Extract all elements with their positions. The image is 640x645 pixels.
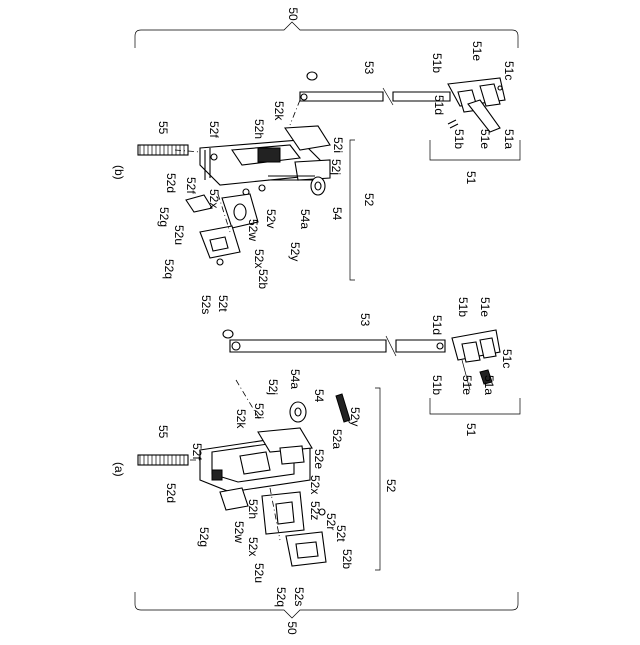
a-label-52d: 52d xyxy=(164,483,178,503)
brace-52-a xyxy=(375,388,380,570)
a-label-52f: 52f xyxy=(190,443,204,460)
a-label-54: 54 xyxy=(312,389,326,403)
b-label-54a: 54a xyxy=(298,209,312,229)
b-label-52g: 52g xyxy=(157,207,171,227)
b-label-52s: 52s xyxy=(199,295,213,314)
b-label-52q: 52q xyxy=(162,259,176,279)
a-label-52h: 52h xyxy=(246,499,260,519)
spring-55-a xyxy=(138,455,188,465)
a-label-51c: 51c xyxy=(500,349,514,368)
label-50-top: 50 xyxy=(286,7,300,21)
b-label-52w: 52w xyxy=(246,219,260,241)
a-label-51e-bot: 51e xyxy=(460,375,474,395)
a-label-54a: 54a xyxy=(288,369,302,389)
brace-52-b xyxy=(350,140,355,280)
brace-51-a xyxy=(430,398,520,414)
link-rod-53-a xyxy=(223,330,445,356)
b-label-51d: 51d xyxy=(432,95,446,115)
b-label-51c: 51c xyxy=(502,61,516,80)
a-label-51: 51 xyxy=(464,423,478,437)
b-label-52u: 52u xyxy=(172,225,186,245)
b-label-51a: 51a xyxy=(502,129,516,149)
a-label-52: 52 xyxy=(384,479,398,493)
a-label-52t: 52t xyxy=(334,525,348,542)
b-label-52y: 52y xyxy=(288,242,302,261)
b-label-55: 55 xyxy=(156,121,170,135)
panel-b: (b) 55 xyxy=(112,41,520,314)
a-label-52s: 52s xyxy=(292,587,306,606)
b-label-52v: 52v xyxy=(264,209,278,228)
a-label-52a: 52a xyxy=(330,429,344,449)
b-label-52k: 52k xyxy=(272,101,286,121)
b-label-52t: 52t xyxy=(216,295,230,312)
b-label-52d: 52d xyxy=(164,173,178,193)
b-label-51e-top: 51e xyxy=(470,41,484,61)
a-label-51e-top: 51e xyxy=(478,297,492,317)
a-label-52i: 52i xyxy=(252,403,266,419)
b-label-52f-top: 52f xyxy=(207,121,221,138)
link-rod-53 xyxy=(290,72,450,125)
a-label-52z: 52z xyxy=(308,501,322,520)
spring-55 xyxy=(138,145,188,155)
a-label-52e: 52e xyxy=(312,449,326,469)
a-label-52g: 52g xyxy=(197,527,211,547)
a-label-52u: 52u xyxy=(252,563,266,583)
a-label-52y: 52y xyxy=(348,407,362,426)
a-label-52k: 52k xyxy=(234,409,248,429)
b-label-52i: 52i xyxy=(331,137,345,153)
a-label-52x-right: 52x xyxy=(308,475,322,494)
b-label-52x-top: 52x xyxy=(207,189,221,208)
b-label-51e-bot: 51e xyxy=(478,129,492,149)
b-label-54: 54 xyxy=(330,207,344,221)
b-label-51b-top: 51b xyxy=(430,53,444,73)
a-label-51b-top: 51b xyxy=(456,297,470,317)
a-label-53: 53 xyxy=(358,313,372,327)
panel-a: (a) 55 xyxy=(112,297,520,607)
a-label-51d: 51d xyxy=(430,315,444,335)
a-label-55: 55 xyxy=(156,425,170,439)
bracket-51-b xyxy=(448,78,505,132)
a-label-52j: 52j xyxy=(266,379,280,395)
label-50-bottom: 50 xyxy=(285,621,299,635)
b-label-52: 52 xyxy=(362,193,376,207)
b-label-51b-bot: 51b xyxy=(452,129,466,149)
b-label-51: 51 xyxy=(464,171,478,185)
frame-52-a xyxy=(190,380,312,492)
a-label-51b-bot: 51b xyxy=(430,375,444,395)
b-label-52x: 52x xyxy=(252,249,266,268)
b-label-53: 53 xyxy=(362,61,376,75)
b-label-52b: 52b xyxy=(256,269,270,289)
a-label-52w: 52w xyxy=(232,521,246,543)
b-label-52h: 52h xyxy=(252,119,266,139)
b-label-52j: 52j xyxy=(329,159,343,175)
a-label-52x: 52x xyxy=(246,537,260,556)
a-label-51a: 51a xyxy=(482,375,496,395)
panel-b-caption: (b) xyxy=(112,165,126,180)
a-label-52q: 52q xyxy=(274,587,288,607)
a-label-52b: 52b xyxy=(340,549,354,569)
b-label-52f: 52f xyxy=(184,177,198,194)
panel-a-caption: (a) xyxy=(112,462,126,477)
